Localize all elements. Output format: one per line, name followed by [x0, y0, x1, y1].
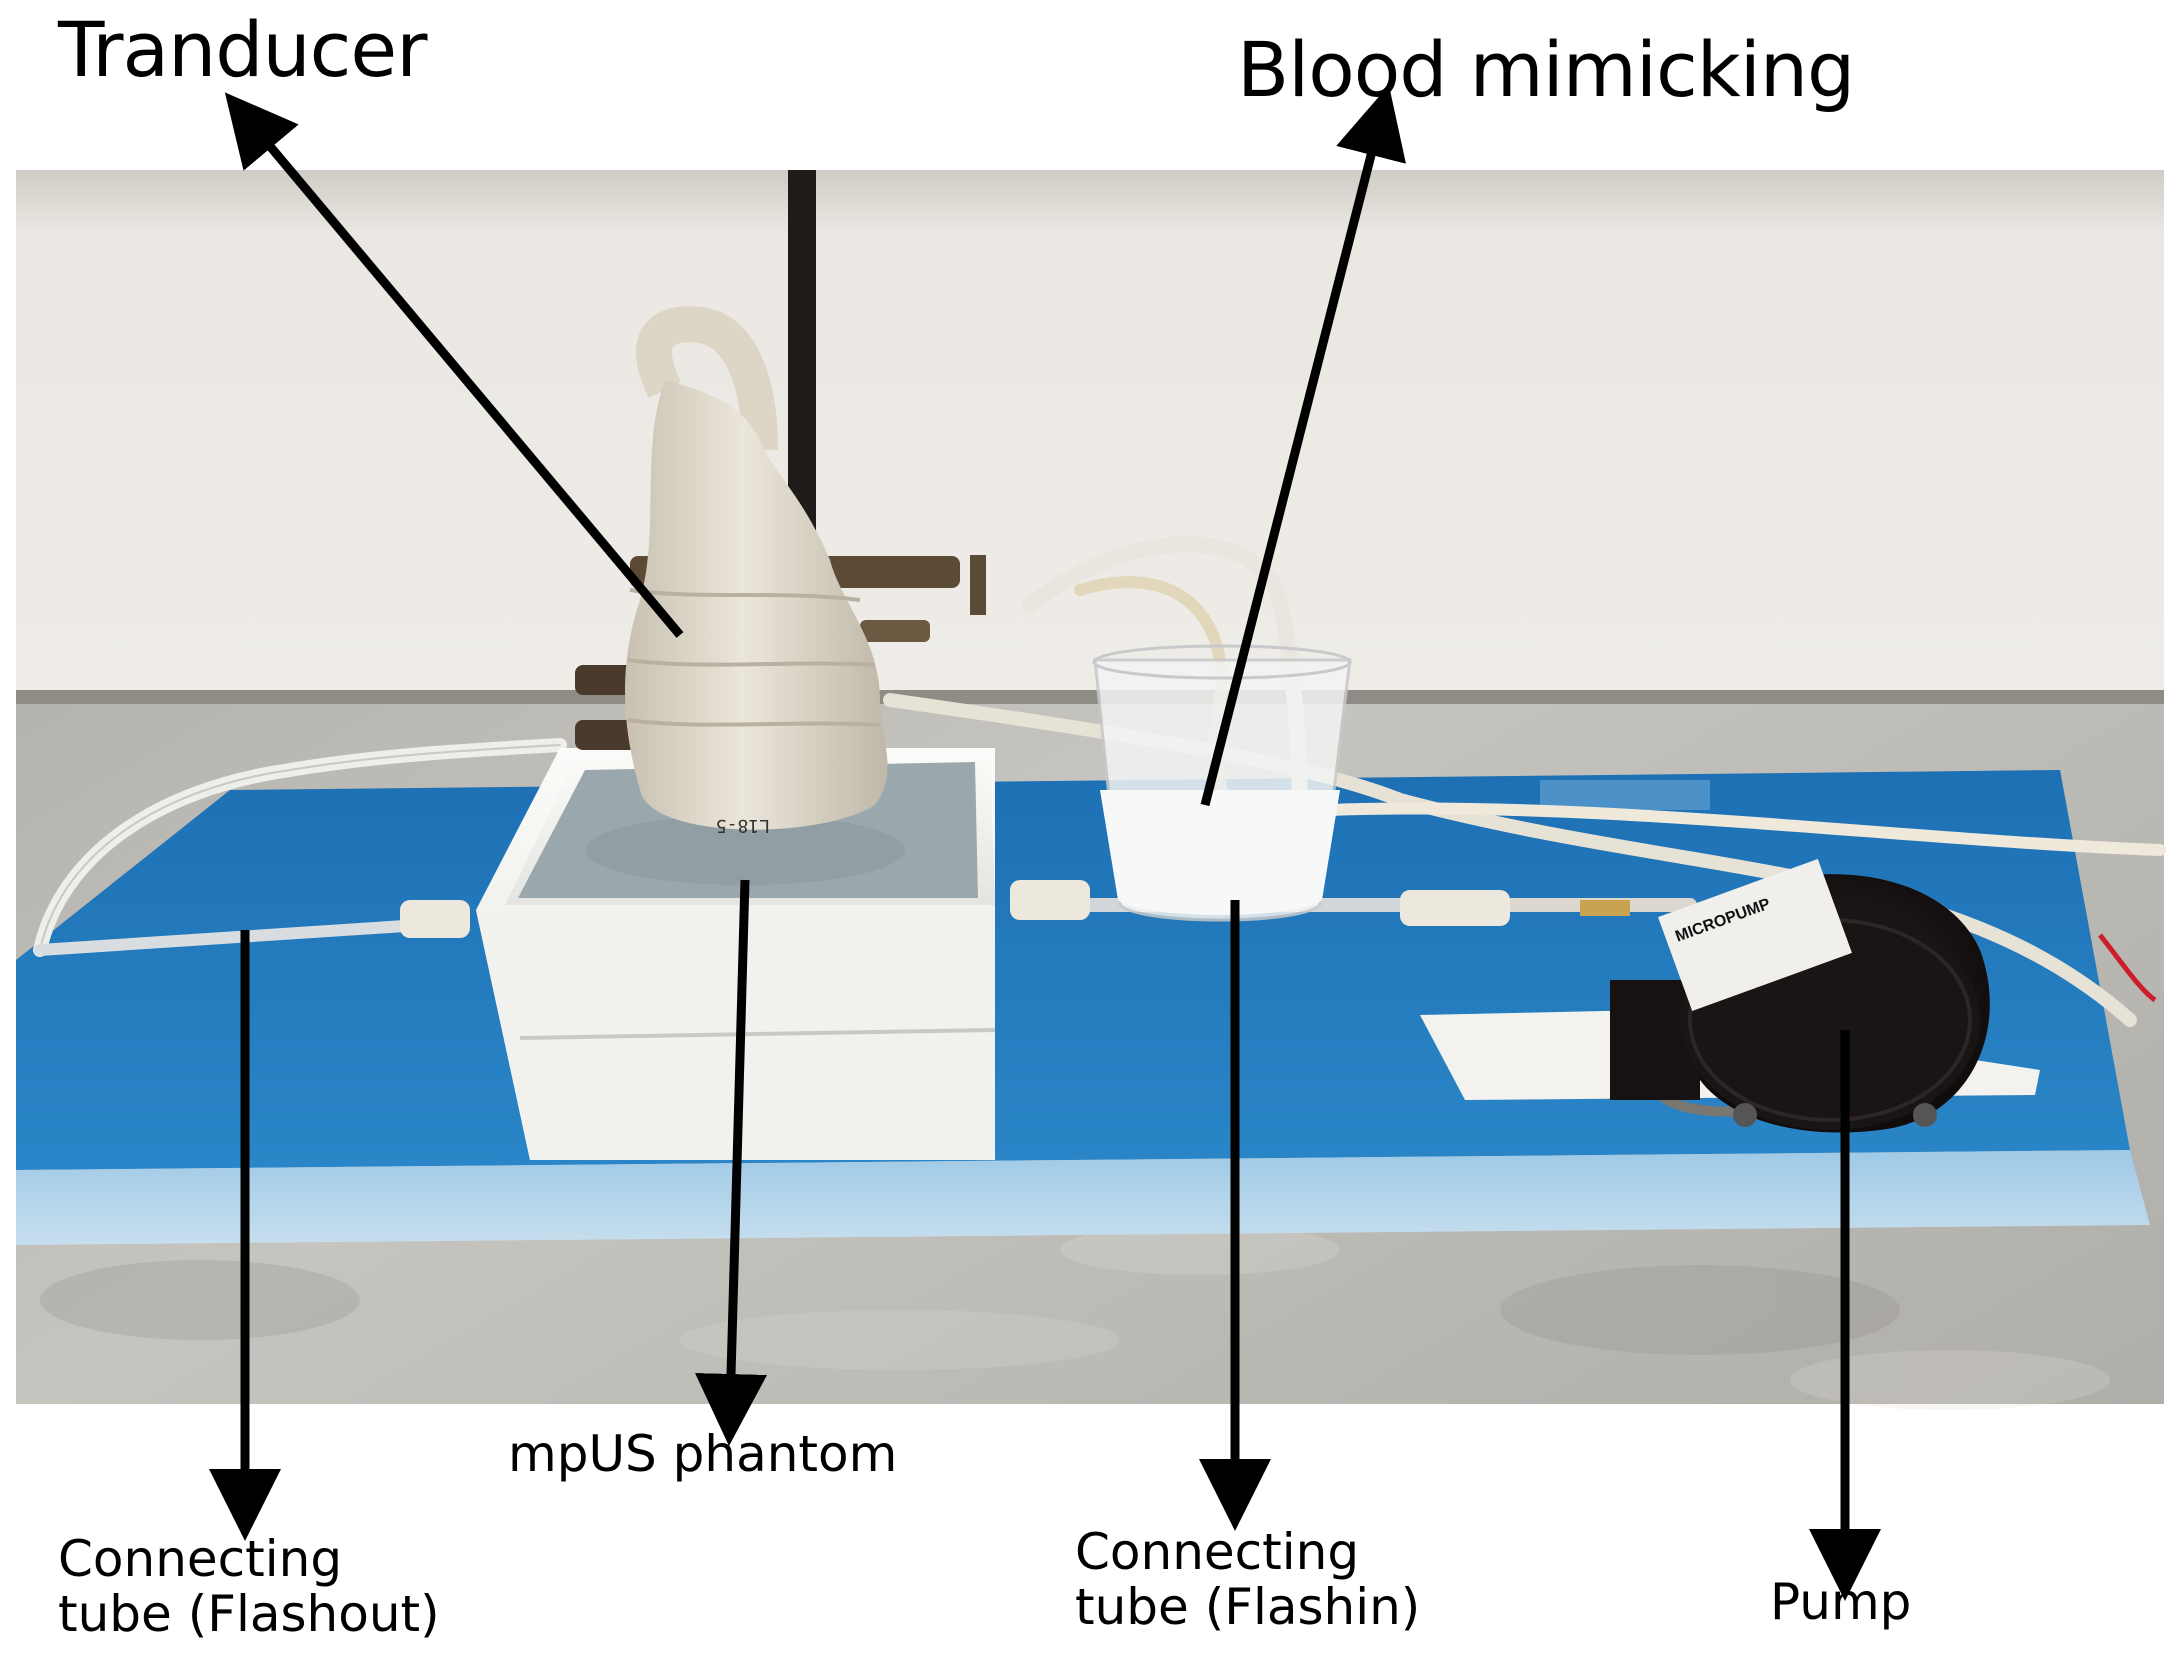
annotation-arrows: [209, 85, 1881, 1601]
arrow-phantom: [695, 879, 768, 1446]
label-blood-mimicking: Blood mimicking: [1237, 25, 1855, 114]
label-transducer: Tranducer: [58, 5, 427, 94]
probe-marking: L18-5: [716, 815, 770, 836]
blood-mimicking-fluid: [1100, 790, 1340, 915]
label-flashin-line1: Connecting: [1075, 1523, 1360, 1581]
arrow-transducer: [224, 92, 684, 638]
pump-label: [1658, 858, 1852, 1012]
flashout-tube: [34, 919, 426, 956]
photo-region: L18-5 MICROPUMP: [16, 170, 2166, 1410]
micropump: MICROPUMP: [1610, 858, 2157, 1133]
label-flashout-line1: Connecting: [58, 1530, 343, 1588]
ultrasound-probe: L18-5: [625, 306, 888, 836]
beaker: [1092, 644, 1352, 922]
cabinet-shadow: [16, 690, 2164, 704]
bench-texture: [40, 1225, 2110, 1410]
label-flashout-line2: tube (Flashout): [58, 1585, 440, 1643]
label-connecting-tube-flashin: Connecting tube (Flashin): [1075, 1525, 1420, 1635]
arrow-blood: [1200, 85, 1406, 807]
board-label: [1540, 780, 1710, 810]
label-pump: Pump: [1770, 1573, 1912, 1631]
connector-left: [400, 900, 470, 938]
cabinet-wall: [16, 170, 2164, 700]
label-mpus-phantom: mpUS phantom: [508, 1425, 898, 1483]
label-flashin-line2: tube (Flashin): [1075, 1578, 1421, 1636]
board-edge: [16, 1150, 2150, 1245]
brass-fitting: [1580, 900, 1630, 916]
connector-middle: [1010, 880, 1090, 920]
label-connecting-tube-flashout: Connecting tube (Flashout): [58, 1532, 440, 1642]
connector-right: [1400, 890, 1510, 926]
